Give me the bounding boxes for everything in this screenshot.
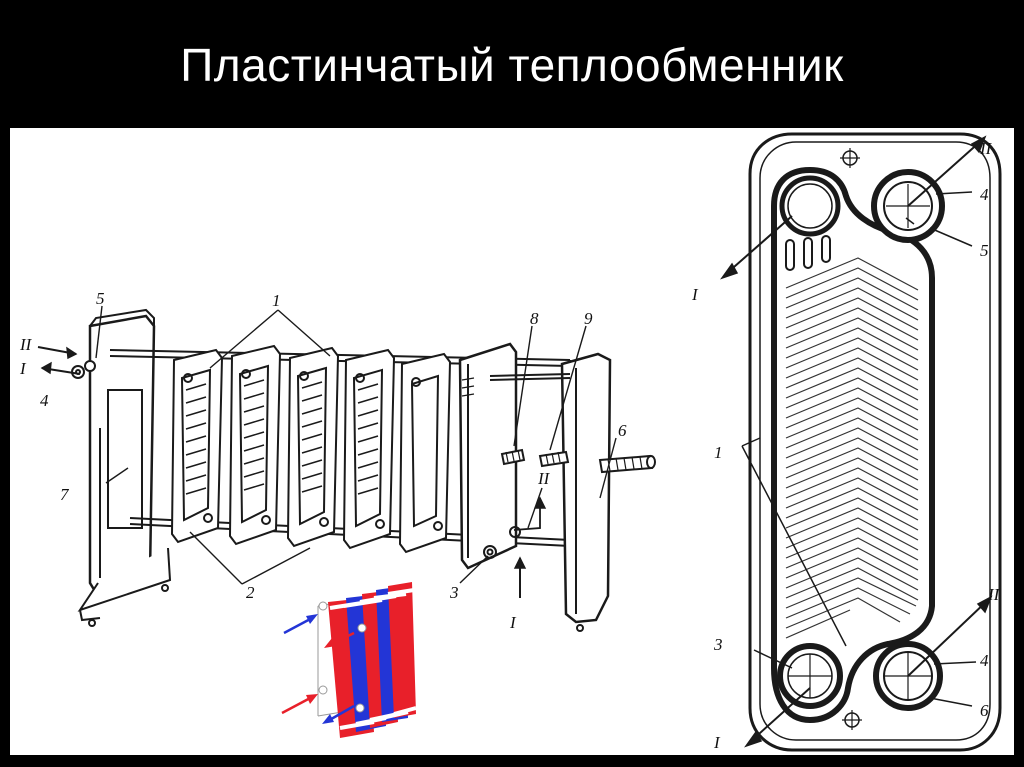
plate-label-4-top: 4 [980, 185, 989, 204]
assembly-label-9: 9 [584, 309, 593, 328]
plate-label-6: 6 [980, 701, 989, 720]
assembly-label-I: I [19, 359, 27, 378]
plate-label-4-bottom: 4 [980, 651, 989, 670]
fixed-frame [77, 308, 172, 627]
assembly-label-II-right: II [537, 469, 551, 488]
assembly-label-5: 5 [96, 289, 105, 308]
assembly-label-7: 7 [60, 485, 70, 504]
assembly-label-8: 8 [530, 309, 539, 328]
plate [398, 352, 452, 554]
plate [170, 348, 224, 544]
assembly-leaders [37, 305, 617, 598]
plate [342, 348, 396, 550]
plate-label-II-top: II [979, 139, 993, 158]
tie-bolts [489, 373, 656, 474]
assembly-label-3: 3 [449, 583, 459, 602]
plate-label-II-bottom: II [987, 585, 1001, 604]
slide-title: Пластинчатый теплообменник [180, 39, 844, 91]
assembly-label-4: 4 [40, 391, 49, 410]
plate-label-I-bottom: I [713, 733, 721, 752]
assembly-label-I-bottom: I [509, 613, 517, 632]
end-column [560, 352, 612, 632]
plate [286, 346, 340, 548]
assembly-label-6: 6 [618, 421, 627, 440]
plate-label-5: 5 [980, 241, 989, 260]
plate-label-1: 1 [714, 443, 723, 462]
plate-leaders [720, 135, 993, 748]
assembly-label-2: 2 [246, 583, 255, 602]
heat-exchanger-drawing: 1 2 3 4 5 6 7 8 9 I II I II [19, 132, 1002, 752]
assembly-label-1: 1 [272, 291, 281, 310]
plate-label-I-top: I [691, 285, 699, 304]
plate-pack [170, 344, 452, 554]
pressure-plate [458, 342, 521, 570]
assembly-label-II: II [19, 335, 33, 354]
plate [228, 344, 282, 546]
plate-label-3: 3 [713, 635, 723, 654]
flow-schematic [281, 582, 417, 738]
assembly-view [71, 308, 656, 632]
diagram-area: 1 2 3 4 5 6 7 8 9 I II I II [10, 128, 1014, 755]
flow-plates [318, 582, 417, 738]
plate-view [748, 132, 1002, 752]
